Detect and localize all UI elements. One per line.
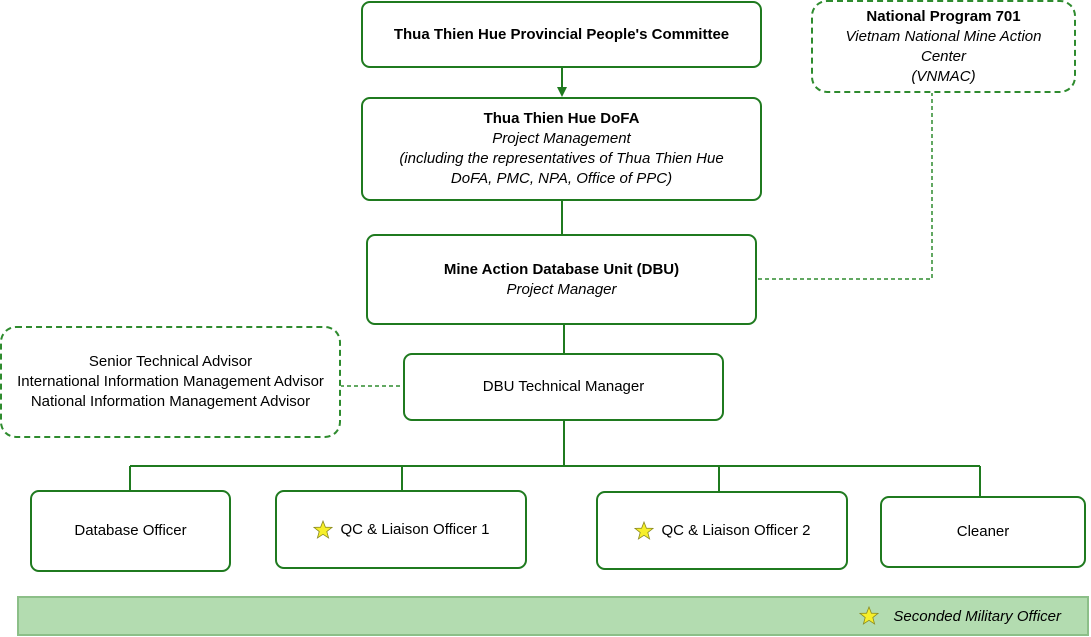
star-icon xyxy=(859,606,880,625)
node-advisors-line1: Senior Technical Advisor xyxy=(88,353,253,370)
star-icon xyxy=(312,519,333,539)
node-tech-manager-label: DBU Technical Manager xyxy=(482,378,645,395)
node-dbu-title: Mine Action Database Unit (DBU) xyxy=(443,260,680,278)
node-dbu-technical-manager: DBU Technical Manager xyxy=(403,353,724,421)
node-advisors-line3: National Information Management Advisor xyxy=(30,393,311,410)
node-cleaner-label: Cleaner xyxy=(956,523,1010,540)
node-national-program-701: National Program 701 Vietnam National Mi… xyxy=(811,0,1076,93)
node-qc-officer-1-label: QC & Liaison Officer 1 xyxy=(340,520,490,538)
node-database-officer-label: Database Officer xyxy=(74,522,187,539)
node-dbu-subtitle: Project Manager xyxy=(506,280,617,298)
dashed-line-program-to-dbu xyxy=(756,92,933,280)
node-cleaner: Cleaner xyxy=(880,496,1086,568)
node-dofa-subtitle: Project Management xyxy=(492,130,631,147)
node-dofa-note-line1: (including the representatives of Thua T… xyxy=(399,150,724,167)
star-icon xyxy=(633,520,654,540)
node-program-title: National Program 701 xyxy=(866,7,1021,25)
node-dofa-note-line2: DoFA, PMC, NPA, Office of PPC) xyxy=(450,170,673,187)
node-dofa: Thua Thien Hue DoFA Project Management (… xyxy=(361,97,762,201)
node-qc-officer-2-label: QC & Liaison Officer 2 xyxy=(661,521,811,539)
node-qc-liaison-officer-2: QC & Liaison Officer 2 xyxy=(596,491,848,570)
node-program-line1: Vietnam National Mine Action xyxy=(845,27,1042,45)
node-database-officer: Database Officer xyxy=(30,490,231,572)
node-advisors: Senior Technical Advisor International I… xyxy=(0,326,341,438)
node-mine-action-database-unit: Mine Action Database Unit (DBU) Project … xyxy=(366,234,757,325)
node-advisors-line2: International Information Management Adv… xyxy=(17,373,324,390)
node-ppc-title: Thua Thien Hue Provincial People's Commi… xyxy=(393,25,730,43)
node-program-line2: Center xyxy=(920,47,967,65)
node-program-line3: (VNMAC) xyxy=(911,67,976,85)
node-dofa-title: Thua Thien Hue DoFA xyxy=(483,110,640,127)
node-qc-liaison-officer-1: QC & Liaison Officer 1 xyxy=(275,490,527,569)
legend-bar: Seconded Military Officer xyxy=(17,596,1089,636)
node-provincial-peoples-committee: Thua Thien Hue Provincial People's Commi… xyxy=(361,1,762,68)
legend-label: Seconded Military Officer xyxy=(893,607,1061,625)
